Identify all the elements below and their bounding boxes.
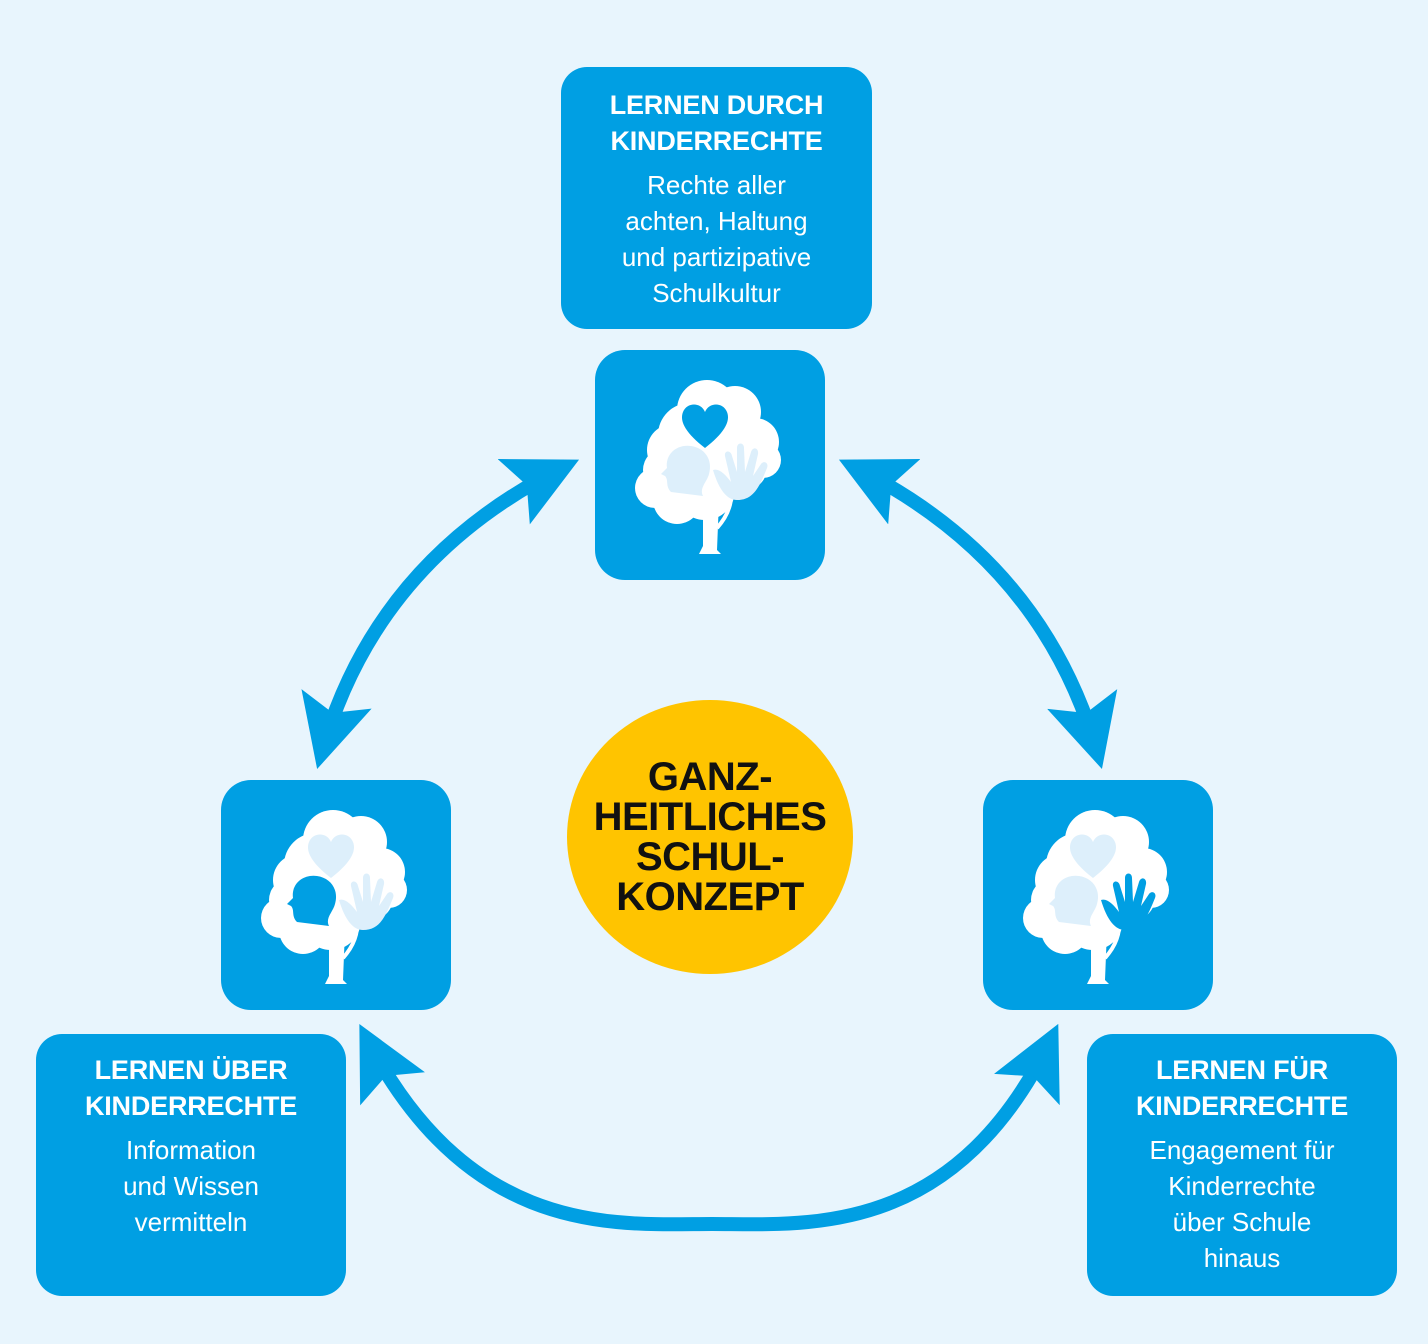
box-lernen-ueber-kinderrechte: LERNEN ÜBER KINDERRECHTE Information und… xyxy=(36,1034,346,1296)
arrow-top-left xyxy=(301,459,580,770)
head-icon xyxy=(1049,875,1099,926)
box-lernen-fuer-kinderrechte: LERNEN FÜR KINDERRECHTE Engagement für K… xyxy=(1087,1034,1397,1296)
center-line: SCHUL- xyxy=(635,835,785,879)
tree-hand-highlighted-icon xyxy=(1023,810,1169,984)
desc-line: Information xyxy=(125,1135,257,1165)
center-line: KONZEPT xyxy=(616,875,804,919)
title-line: LERNEN DURCH xyxy=(609,90,824,120)
hand-icon xyxy=(1101,873,1156,930)
tree-heart-highlighted-icon xyxy=(635,380,781,554)
box-lernen-durch-kinderrechte: LERNEN DURCH KINDERRECHTE Rechte aller a… xyxy=(561,67,872,329)
tree-trunk xyxy=(325,930,347,984)
box-title: LERNEN FÜR KINDERRECHTE xyxy=(1087,1052,1397,1124)
desc-line: über Schule xyxy=(1172,1207,1312,1237)
heart-icon xyxy=(681,404,729,448)
desc-line: vermitteln xyxy=(134,1207,248,1237)
desc-line: und partizipative xyxy=(621,242,812,272)
tree-head-highlighted-icon xyxy=(261,810,407,984)
hand-icon xyxy=(713,443,768,500)
desc-line: und Wissen xyxy=(123,1171,259,1201)
desc-line: Kinderrechte xyxy=(1168,1171,1316,1201)
center-line: GANZ- xyxy=(647,755,773,799)
title-line: KINDERRECHTE xyxy=(1135,1091,1349,1121)
box-description: Rechte aller achten, Haltung und partizi… xyxy=(561,167,872,311)
box-title: LERNEN ÜBER KINDERRECHTE xyxy=(36,1052,346,1124)
title-line: LERNEN ÜBER xyxy=(94,1055,288,1085)
head-icon xyxy=(287,875,337,926)
title-line: KINDERRECHTE xyxy=(610,126,823,156)
arrow-top-right xyxy=(838,459,1118,770)
arrow-bottom xyxy=(366,1038,712,1313)
desc-line: achten, Haltung xyxy=(625,206,808,236)
tree-trunk xyxy=(699,500,721,554)
desc-line: Schulkultur xyxy=(652,278,781,308)
box-description: Information und Wissen vermitteln xyxy=(36,1132,346,1240)
desc-line: hinaus xyxy=(1203,1243,1281,1273)
title-line: LERNEN FÜR xyxy=(1156,1055,1328,1085)
icon-tile-right xyxy=(983,780,1213,1010)
head-icon xyxy=(661,445,711,496)
tree-trunk xyxy=(1087,930,1109,984)
icon-tile-top xyxy=(595,350,825,580)
heart-icon xyxy=(307,834,355,878)
arrow-left-right xyxy=(359,1023,1060,1232)
title-line: KINDERRECHTE xyxy=(84,1091,298,1121)
desc-line: Rechte aller xyxy=(647,170,786,200)
box-title: LERNEN DURCH KINDERRECHTE xyxy=(561,87,872,159)
box-description: Engagement für Kinderrechte über Schule … xyxy=(1087,1132,1397,1276)
desc-line: Engagement für xyxy=(1149,1135,1335,1165)
hand-icon xyxy=(339,873,394,930)
center-line: HEITLICHES xyxy=(593,795,827,839)
icon-tile-left xyxy=(221,780,451,1010)
heart-icon xyxy=(1069,834,1117,878)
center-circle: GANZ- HEITLICHES SCHUL- KONZEPT xyxy=(567,700,853,974)
